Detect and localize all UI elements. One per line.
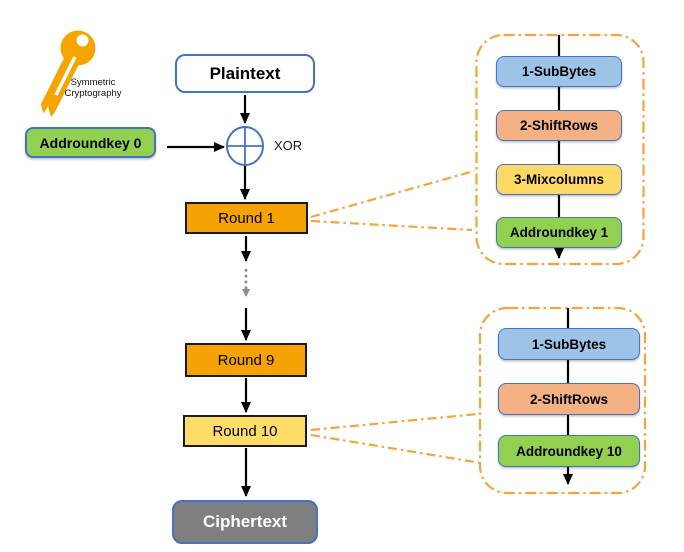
addroundkey0-box: Addroundkey 0 <box>25 127 156 158</box>
round1-step-addroundkey1: Addroundkey 1 <box>496 217 622 248</box>
round10-box: Round 10 <box>183 415 307 447</box>
round1-callout-connector-top <box>310 169 475 219</box>
round10-callout-connector-bottom <box>310 433 482 465</box>
round1-step-mixcolumns: 3-Mixcolumns <box>496 164 622 195</box>
key-caption-line2: Cryptography <box>64 87 122 99</box>
round1-step-subbytes: 1-SubBytes <box>496 56 622 87</box>
xor-label: XOR <box>274 138 303 153</box>
plaintext-box: Plaintext <box>175 54 315 93</box>
round9-box: Round 9 <box>185 343 307 377</box>
xor-node <box>226 126 264 166</box>
round10-step-addroundkey10: Addroundkey 10 <box>498 435 640 467</box>
ciphertext-box: Ciphertext <box>172 500 318 544</box>
round10-callout-connector-top <box>310 412 479 432</box>
symmetric-cryptography-label: Symmetric Cryptography <box>55 77 131 99</box>
round1-step-shiftrows: 2-ShiftRows <box>496 110 622 141</box>
key-caption-line1: Symmetric <box>70 77 116 88</box>
key-icon <box>40 30 96 117</box>
round10-step-shiftrows: 2-ShiftRows <box>498 383 640 415</box>
round10-step-subbytes: 1-SubBytes <box>498 328 640 360</box>
round1-box: Round 1 <box>185 202 308 234</box>
round1-callout-connector-bottom <box>310 219 473 232</box>
